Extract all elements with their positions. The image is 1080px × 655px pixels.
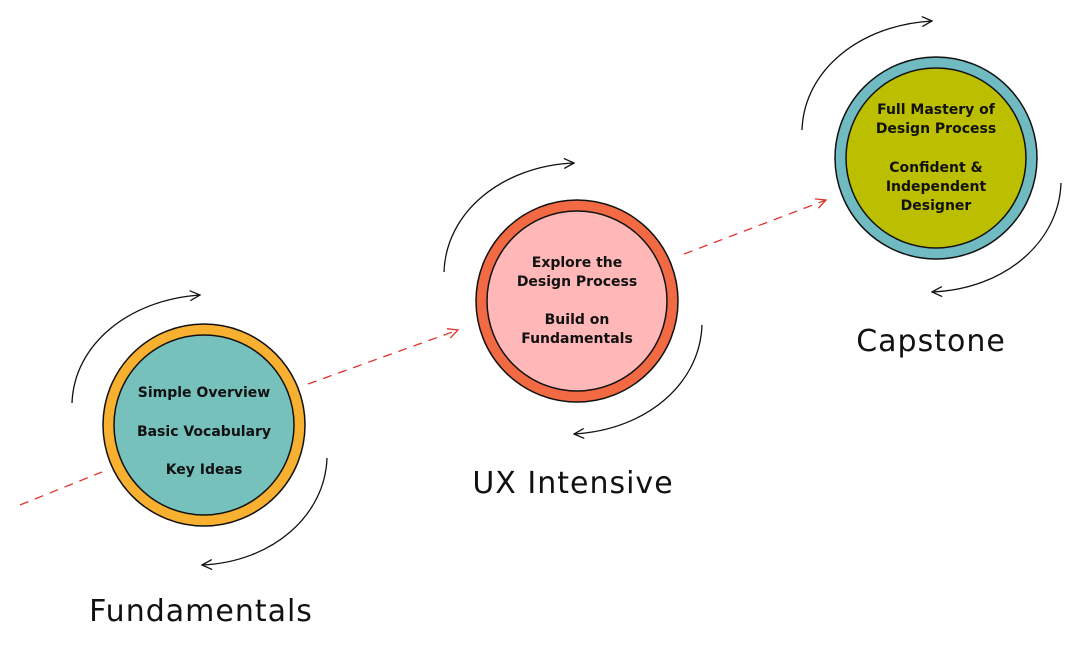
stage-line: Designer	[901, 198, 972, 214]
stage-line: Fundamentals	[521, 331, 633, 347]
stage-title: UX Intensive	[472, 466, 673, 501]
connector-arrow-ux-to-capstone	[683, 200, 826, 255]
stage-line: Design Process	[876, 121, 996, 137]
stage-line: Independent	[886, 179, 987, 195]
stage-line: Explore the	[532, 255, 622, 271]
stage-fundamentals: Simple Overview Basic Vocabulary Key Ide…	[71, 295, 328, 629]
stage-inner-circle	[845, 67, 1027, 249]
stage-inner-circle	[486, 210, 668, 392]
cycle-arrow-lower	[574, 324, 703, 434]
cycle-arrow-upper	[443, 163, 574, 273]
stage-line: Key Ideas	[166, 462, 243, 478]
stage-line: Design Process	[517, 274, 637, 290]
connector-arrow-fundamentals-to-ux	[307, 330, 458, 385]
cycle-arrow-lower	[932, 182, 1062, 292]
stage-ux-intensive: Explore the Design Process Build on Fund…	[443, 163, 703, 501]
stage-capstone: Full Mastery of Design Process Confident…	[801, 21, 1062, 359]
cycle-arrow-upper	[801, 21, 932, 131]
stage-title: Capstone	[856, 324, 1006, 359]
connector-intro-arrow	[19, 471, 103, 506]
stage-title: Fundamentals	[89, 594, 313, 629]
stage-connectors	[19, 200, 826, 506]
stage-line: Full Mastery of	[877, 102, 996, 118]
stage-line: Simple Overview	[138, 385, 271, 401]
stage-inner-circle	[113, 334, 295, 516]
stage-line: Build on	[545, 312, 610, 328]
cycle-arrow-upper	[71, 295, 200, 404]
cycle-arrow-lower	[202, 457, 328, 565]
stage-line: Basic Vocabulary	[137, 424, 271, 440]
stage-line: Confident &	[889, 160, 983, 176]
